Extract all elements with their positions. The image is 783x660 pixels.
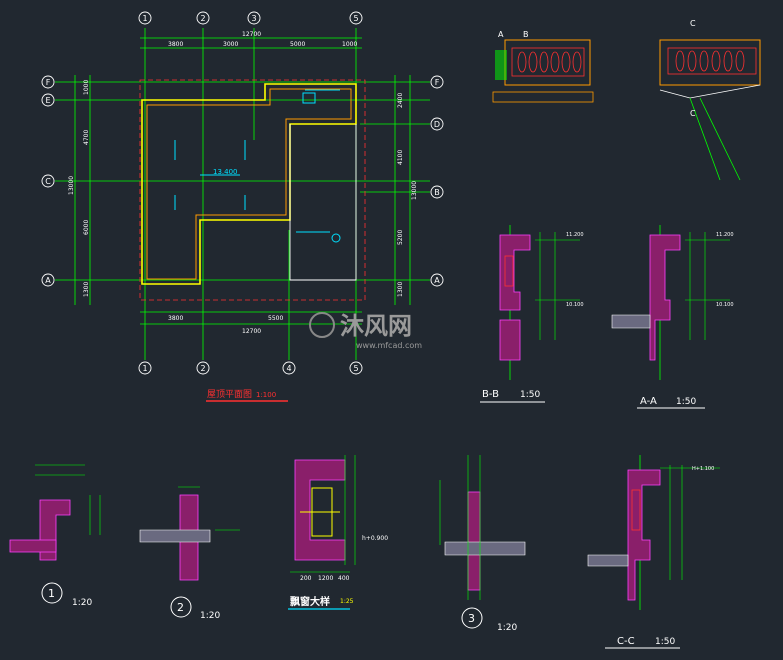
dim-top-1: 3800	[168, 41, 183, 48]
axis-bottom-1: 1	[142, 364, 147, 373]
lower-roof-outline	[289, 124, 357, 281]
dim-bottom-2: 5500	[268, 315, 283, 322]
parapet-elevation-c: C C	[659, 19, 761, 181]
watermark-url: www.mfcad.com	[356, 341, 422, 350]
dim-right-3: 5200	[397, 230, 404, 245]
axis-top-3: 3	[251, 14, 256, 23]
bay-dim-3: 400	[338, 575, 350, 582]
dim-top-4: 1000	[342, 41, 357, 48]
roof-plan: 13.400 3800 3000 5000 1000 12700 3800 55…	[41, 11, 444, 402]
watermark-brand: 沐风网	[340, 312, 412, 340]
bay-title: 飘窗大样	[290, 595, 330, 608]
section-aa: 11.200 10.100 A-A 1:50	[611, 225, 734, 409]
aa-title: A-A	[640, 396, 657, 407]
bb-title: B-B	[482, 389, 499, 400]
axis-right-b: B	[434, 188, 440, 197]
axis-left-a: A	[45, 276, 51, 285]
plan-outline-dashed	[139, 79, 366, 301]
bb-scale: 1:50	[520, 390, 540, 400]
bay-window-detail: h+0.900 200 1200 400 飘窗大样 1:25	[288, 455, 388, 610]
dim-bottom-1: 3800	[168, 315, 183, 322]
bay-scale: 1:25	[340, 598, 354, 605]
axis-right-a: A	[434, 276, 440, 285]
axis-right-f: F	[435, 78, 440, 87]
detail2-scale: 1:20	[200, 611, 220, 621]
axis-bottom-2: 2	[200, 364, 205, 373]
elev-label-a: A	[498, 30, 504, 39]
detail-3: 3 1:20	[439, 455, 526, 633]
axis-right-d: D	[434, 120, 440, 129]
bay-elev: h+0.900	[362, 535, 388, 542]
detail2-num: 2	[177, 601, 184, 614]
dim-left-total: 13000	[68, 176, 75, 195]
dim-left-4: 1300	[83, 282, 90, 297]
dim-bottom-total: 12700	[242, 328, 261, 335]
dim-top-3: 5000	[290, 41, 305, 48]
cc-scale: 1:50	[655, 637, 675, 647]
plan-grid-lines	[55, 28, 430, 360]
elev-label-b: B	[523, 30, 529, 39]
elev-label-c-bottom: C	[690, 109, 696, 118]
section-bb: 11.200 10.100 B-B 1:50	[480, 225, 584, 403]
dim-right-1: 2400	[397, 93, 404, 108]
slope-annotations	[174, 89, 341, 243]
bay-dim-2: 1200	[318, 575, 333, 582]
detail1-scale: 1:20	[72, 598, 92, 608]
detail3-num: 3	[468, 612, 475, 625]
axis-top-2: 2	[200, 14, 205, 23]
detail-2: 2 1:20	[139, 486, 240, 621]
plan-elevation: 13.400	[213, 168, 238, 176]
axis-bottom-5: 5	[353, 364, 358, 373]
bb-elev-mid: 10.100	[566, 302, 584, 308]
detail3-scale: 1:20	[497, 623, 517, 633]
dim-top-2: 3000	[223, 41, 238, 48]
axis-left-c: C	[45, 177, 51, 186]
dim-top-total: 12700	[242, 31, 261, 38]
dim-right-total: 13000	[411, 181, 418, 200]
aa-elev-top: 11.200	[716, 232, 734, 238]
elev-label-c-top: C	[690, 19, 696, 28]
axis-top-1: 1	[142, 14, 147, 23]
axis-left-f: F	[46, 78, 51, 87]
parapet-elevation-a: A B	[492, 30, 594, 103]
axis-bottom-4: 4	[286, 364, 291, 373]
axis-left-e: E	[45, 96, 50, 105]
axis-top-5: 5	[353, 14, 358, 23]
cc-elev-top: H+1.100	[692, 466, 714, 472]
dim-left-2: 4700	[83, 130, 90, 145]
bb-elev-top: 11.200	[566, 232, 584, 238]
plan-scale: 1:100	[256, 391, 276, 399]
detail-1: 1 1:20	[9, 464, 101, 608]
cc-title: C-C	[617, 636, 635, 647]
roof-inner-outline	[146, 88, 352, 280]
roof-outline	[141, 83, 357, 285]
dim-right-4: 1300	[397, 282, 404, 297]
dim-left-1: 1000	[83, 80, 90, 95]
aa-elev-mid: 10.100	[716, 302, 734, 308]
aa-scale: 1:50	[676, 397, 696, 407]
dim-left-3: 6000	[83, 220, 90, 235]
dim-right-2: 4100	[397, 150, 404, 165]
plan-title: 屋顶平面图	[207, 389, 252, 400]
section-cc: H+1.100 C-C 1:50	[587, 455, 720, 649]
axis-bubbles	[41, 11, 444, 375]
detail1-num: 1	[48, 587, 55, 600]
bay-dim-1: 200	[300, 575, 312, 582]
watermark: 沐风网 www.mfcad.com	[309, 312, 422, 350]
